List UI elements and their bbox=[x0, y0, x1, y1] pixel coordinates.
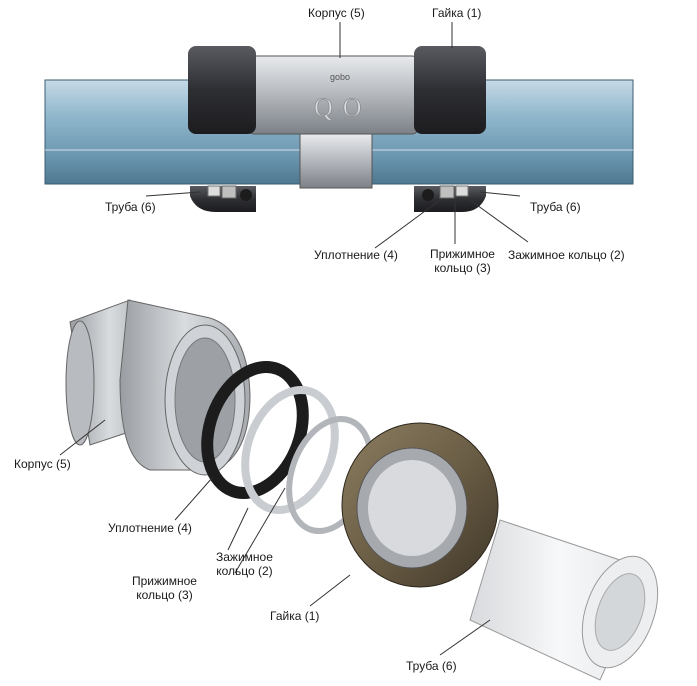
nut-exploded bbox=[341, 422, 499, 588]
label-seal-exploded: Уплотнение (4) bbox=[108, 521, 192, 535]
label-body-top: Корпус (5) bbox=[308, 6, 365, 20]
label-pressure-ring-top: Прижимное кольцо (3) bbox=[430, 247, 495, 275]
clamp-ring-exploded bbox=[241, 385, 339, 515]
pointers-exploded bbox=[59, 419, 491, 656]
label-pipe-right-top: Труба (6) bbox=[530, 200, 581, 214]
label-clamp-ring-top: Зажимное кольцо (2) bbox=[508, 248, 625, 262]
pipe-exploded bbox=[469, 519, 659, 681]
nut-left-sectional bbox=[188, 46, 256, 212]
pointers-top bbox=[145, 22, 529, 249]
body-brand: gobo bbox=[330, 72, 350, 82]
label-pipe-exploded: Труба (6) bbox=[406, 659, 457, 673]
label-nut-exploded: Гайка (1) bbox=[270, 609, 320, 623]
body-sectional: gobo QO bbox=[247, 55, 419, 189]
label-nut-top: Гайка (1) bbox=[432, 6, 482, 20]
label-pipe-left-top: Труба (6) bbox=[105, 200, 156, 214]
label-clamp-ring-exploded: Зажимное кольцо (2) bbox=[216, 550, 273, 578]
rings-sectional bbox=[207, 185, 469, 201]
exploded-view bbox=[59, 299, 659, 681]
label-body-exploded: Корпус (5) bbox=[14, 457, 71, 471]
body-exploded bbox=[65, 299, 251, 476]
label-pressure-ring-exploded: Прижимное кольцо (3) bbox=[132, 574, 197, 602]
seal-exploded bbox=[201, 361, 309, 499]
label-seal-top: Уплотнение (4) bbox=[314, 248, 398, 262]
sectional-view: gobo QO bbox=[44, 22, 634, 249]
body-emblem: QO bbox=[314, 93, 372, 122]
